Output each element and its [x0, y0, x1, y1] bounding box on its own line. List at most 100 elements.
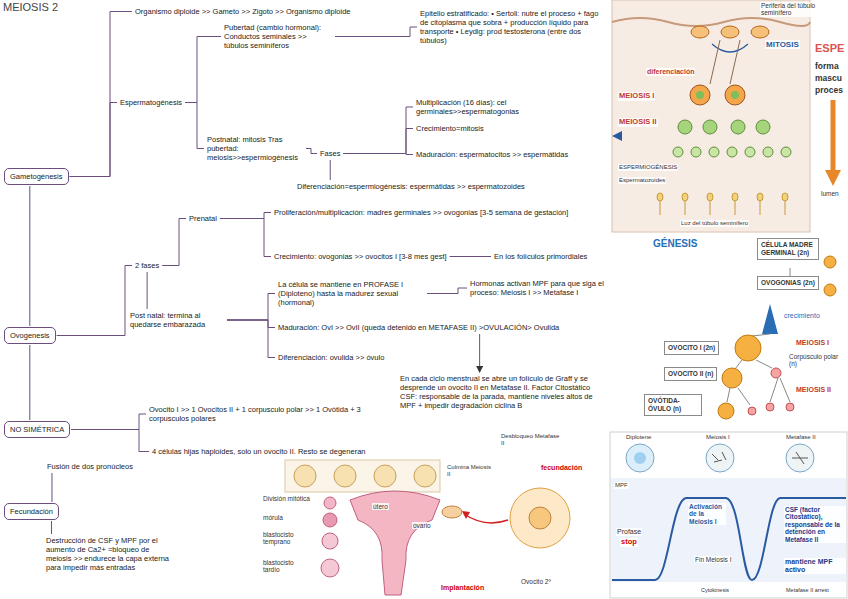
node-text: Prenatal — [189, 214, 217, 223]
figure-label: forma — [814, 62, 840, 72]
figure-label: crecimiento — [783, 312, 821, 320]
connector — [57, 266, 132, 336]
figure-label: Profase — [616, 528, 642, 536]
mindmap-text: Epitelio estratificado: • Sertoli: nutre… — [418, 8, 608, 46]
mindmap-text: Multiplicación (16 días): cel germinales… — [414, 97, 608, 117]
connector — [343, 154, 413, 155]
spermatogenesis-figure — [612, 0, 841, 232]
connector — [147, 272, 148, 309]
node-text: Pubertad (cambio hormonal): Conductos se… — [224, 23, 332, 50]
ovogenesis-figure — [718, 256, 836, 419]
mindmap-text: 2 fases — [133, 260, 161, 271]
figure-box: OVOCITO I (2n) — [664, 341, 719, 355]
node-text: Hormonas activan MPF para que siga el pr… — [470, 279, 604, 297]
connector — [71, 414, 146, 430]
figure-label: MPF — [614, 482, 629, 489]
connector — [227, 294, 275, 321]
figure-label: blastocisto temprano — [262, 531, 306, 546]
node-text: OVOCITO II (n) — [668, 370, 713, 378]
diagram-title: MEIOSIS 2 — [3, 1, 58, 13]
connector — [51, 521, 52, 534]
node-text: Crecimiento: ovogonias >> ovocitos I [3-… — [274, 252, 447, 261]
node-text: OVOGONIAS (2n) — [761, 279, 815, 287]
figure-label: mantiene MPF activo — [784, 558, 846, 574]
figure-label: lumen — [820, 190, 840, 197]
figure-label: Activación de la Meiosis I — [688, 503, 726, 525]
figure-label: MEIOSIS II — [795, 386, 832, 394]
mindmap-text: Pubertad (cambio hormonal): Conductos se… — [222, 22, 334, 51]
mindmap-root: NO SIMÉTRICA — [4, 421, 70, 438]
mindmap-text: Hormonas activan MPF para que siga el pr… — [468, 278, 606, 298]
mindmap-text: Diferenciación: ovulida >> óvulo — [276, 352, 386, 363]
connector — [220, 219, 271, 257]
figure-label: Cytokinesis — [700, 587, 730, 593]
connector — [479, 334, 480, 372]
node-text: Proliferación/multiplicación: madres ger… — [274, 208, 568, 217]
figure-label: MITOSIS — [765, 40, 800, 49]
node-text: La célula se mantiene en PROFASE I (Dipl… — [278, 280, 424, 307]
connector — [71, 430, 149, 452]
node-text: En cada ciclo menstrual se abre un folíc… — [400, 374, 606, 410]
figure-label: CSF (factor Citostático), responsable de… — [784, 506, 846, 543]
connector — [29, 345, 30, 420]
mindmap-text: Proliferación/multiplicación: madres ger… — [272, 207, 570, 218]
connector — [162, 219, 186, 266]
figure-box: OVOCITO II (n) — [664, 367, 717, 381]
node-text: Fases — [320, 149, 340, 158]
node-text: OVOCITO I (2n) — [668, 344, 715, 352]
node-text: Maduración: espermatocitos >> espermátid… — [416, 150, 568, 159]
connector — [227, 320, 275, 358]
mindmap-root: Fecundación — [4, 503, 59, 520]
mindmap-text: Organismo diploide >> Gameto >> Zigoto >… — [133, 6, 353, 17]
node-text: Postnatal: mitosis Tras pubertad: meiosi… — [207, 135, 303, 162]
figure-label: Periferia del túbulo seminífero — [760, 2, 824, 17]
connector — [450, 256, 491, 257]
mindmap-text: Fases — [318, 148, 342, 159]
figure-label: ESPERMIOGÉNESIS — [618, 164, 678, 171]
node-text: Organismo diploide >> Gameto >> Zigoto >… — [135, 7, 351, 16]
node-text: 2 fases — [135, 261, 159, 270]
figure-label: diferenciación — [646, 68, 695, 76]
mindmap-text: Fusión de dos pronúcleos — [45, 461, 135, 472]
mindmap-text: Post natal: termina al quedarse embaraza… — [128, 310, 226, 330]
mindmap-root: Ovogenesis — [4, 327, 56, 344]
mindmap-text: Maduración: espermatocitos >> espermátid… — [414, 149, 570, 160]
node-text: 4 células hijas haploides, solo un ovoci… — [152, 447, 365, 456]
figure-label: División mitótica — [262, 495, 311, 502]
node-text: Multiplicación (16 días): cel germinales… — [416, 98, 606, 116]
figure-label: Metafase II arrest — [785, 587, 830, 593]
connector — [29, 186, 30, 326]
connector — [343, 129, 413, 154]
node-text: Destrucción de CSF y MPF por el aumento … — [46, 536, 170, 572]
node-text: Diferenciación: ovulida >> óvulo — [278, 353, 384, 362]
mindmap-text: En los folículos primordiales — [492, 251, 589, 262]
connector — [51, 473, 52, 502]
node-text: Post natal: termina al quedarse embaraza… — [130, 311, 224, 329]
mindmap-text: Ovocito I >> 1 Ovocitos II + 1 corpuscul… — [147, 404, 387, 424]
figure-label: Diplotene — [625, 434, 652, 441]
mpf-chart — [610, 432, 847, 598]
node-text: Epitelio estratificado: • Sertoli: nutre… — [420, 9, 606, 45]
connector — [306, 149, 317, 154]
mindmap-text: Crecimiento: ovogonias >> ovocitos I [3-… — [272, 251, 449, 262]
figure-label: stop — [620, 538, 638, 547]
figure-label: Implantación — [440, 584, 485, 592]
node-text: Ovogenesis — [10, 331, 50, 340]
figure-label: ovario — [412, 522, 432, 529]
figure-label: Ovocito 2º — [520, 578, 552, 585]
node-text: Crecimiento=mitosis — [416, 124, 484, 133]
node-text: Fecundación — [10, 507, 53, 516]
figure-label: fecundación — [540, 464, 583, 472]
figure-label: Desbloqueo Metafase II — [500, 433, 564, 447]
figure-label: Metafase II — [785, 434, 817, 441]
mindmap-text: Maduración: OvI >> OvII (queda detenido … — [276, 322, 561, 333]
figure-label: ESPE — [814, 42, 845, 55]
mindmap-text: En cada ciclo menstrual se abre un folíc… — [398, 373, 608, 411]
mindmap-text: Postnatal: mitosis Tras pubertad: meiosi… — [205, 134, 305, 163]
mindmap-text: Diferenciación=espermiogénesis: espermát… — [295, 181, 527, 192]
figure-label: MEIOSIS I — [795, 339, 830, 347]
connector — [185, 103, 204, 149]
node-text: Fusión de dos pronúcleos — [47, 462, 133, 471]
figure-label: Culmina Meiosis II — [446, 464, 492, 478]
mindmap-text: 4 células hijas haploides, solo un ovoci… — [150, 446, 367, 457]
